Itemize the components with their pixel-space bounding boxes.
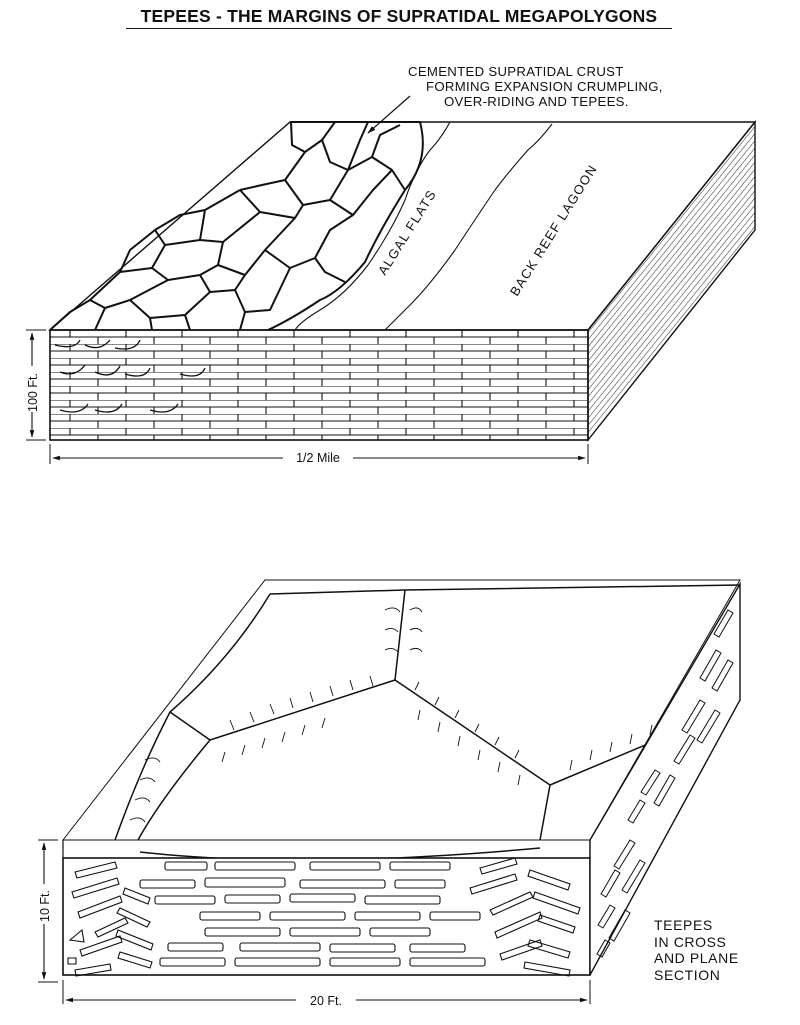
width-label-20ft: 20 Ft. [310, 994, 342, 1008]
upper-block: ALGAL FLATS BACK REEF LAGOON 100 Ft. 1/2… [24, 95, 757, 465]
figure-title: TEPEES - THE MARGINS OF SUPRATIDAL MEGAP… [126, 6, 672, 29]
teepee-buckles [54, 339, 206, 413]
lower-right-face [589, 581, 741, 976]
tepee-clasts [67, 857, 581, 977]
crust-callout: CEMENTED SUPRATIDAL CRUST FORMING EXPANS… [400, 64, 663, 109]
ridge-hachures [129, 607, 653, 823]
height-label-10ft: 10 Ft. [38, 890, 52, 922]
width-label-half-mile: 1/2 Mile [296, 451, 340, 465]
callout-line-3: OVER-RIDING AND TEPEES. [444, 94, 629, 109]
teepes-section-note: TEEPES IN CROSS AND PLANE SECTION [654, 917, 739, 983]
megapolygon-network [49, 121, 424, 331]
note-line-3: AND PLANE [654, 950, 739, 966]
upper-front-face [49, 329, 589, 441]
callout-arrow [367, 95, 411, 134]
lower-top-face [61, 579, 741, 841]
upper-right-face [587, 120, 756, 443]
algal-flats-boundary [294, 121, 451, 331]
right-face-clasts [596, 609, 734, 958]
note-line-4: SECTION [654, 966, 721, 983]
note-line-1: TEEPES [654, 917, 713, 933]
lower-block: 10 Ft. 20 Ft. [36, 579, 741, 1008]
callout-line-1: CEMENTED SUPRATIDAL CRUST [408, 64, 624, 79]
note-line-2: IN CROSS [654, 933, 727, 950]
lagoon-boundary [384, 123, 553, 331]
callout-line-2: FORMING EXPANSION CRUMPLING, [426, 79, 663, 94]
height-label-100ft: 100 Ft. [26, 373, 40, 412]
